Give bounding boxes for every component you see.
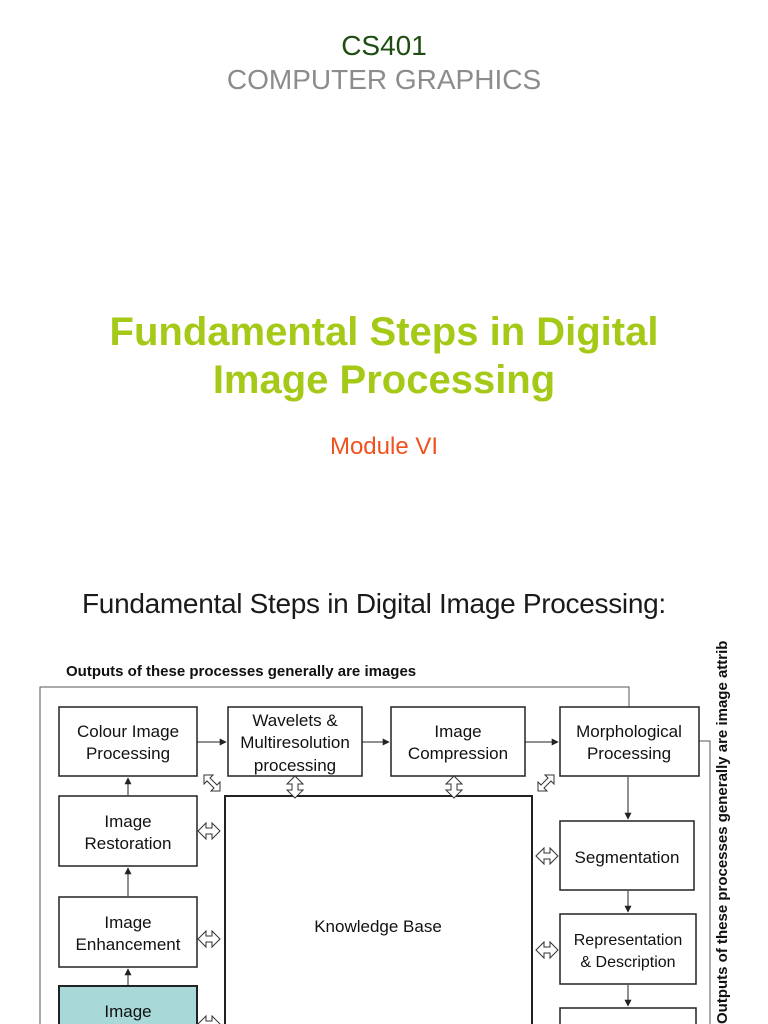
morph-box-line-1: Morphological <box>576 722 682 741</box>
recognition-box-partial <box>559 1007 697 1024</box>
deck-title-line-1: Fundamental Steps in Digital <box>109 310 659 354</box>
restoration-box-line-2: Restoration <box>85 834 172 853</box>
image-compression-box: Image Compression <box>390 706 526 777</box>
kb-link-enhancement-icon <box>197 929 221 949</box>
deck-title: Fundamental Steps in Digital Image Proce… <box>60 308 708 404</box>
image-enhancement-box: Image Enhancement <box>58 896 198 968</box>
slide-heading: Fundamental Steps in Digital Image Proce… <box>82 588 666 619</box>
knowledge-base-label: Knowledge Base <box>314 917 442 936</box>
kb-link-restoration-icon <box>197 821 221 841</box>
knowledge-base-box: Knowledge Base <box>224 795 533 1024</box>
enhancement-box-line-1: Image <box>104 913 151 932</box>
wavelets-multiresolution-box: Wavelets & Multiresolution processing <box>227 706 363 777</box>
attributes-bracket-line <box>699 740 711 1024</box>
colour-box-line-2: Processing <box>86 744 170 763</box>
colour-image-processing-box: Colour Image Processing <box>58 706 198 777</box>
morph-box-line-2: Processing <box>587 744 671 763</box>
representation-box-line-1: Representation <box>574 932 683 949</box>
processing-steps-diagram: Outputs of these processes generally are… <box>39 640 731 1024</box>
segmentation-label: Segmentation <box>575 848 680 867</box>
kb-link-acquisition-icon <box>197 1014 221 1024</box>
course-code: CS401 <box>341 30 427 61</box>
module-label: Module VI <box>329 433 439 460</box>
course-name: COMPUTER GRAPHICS <box>226 64 542 95</box>
images-bracket-line <box>39 686 630 1024</box>
kb-link-morph-icon <box>537 774 555 792</box>
attributes-output-note: Outputs of these processes generally are… <box>714 640 731 1024</box>
morphological-processing-box: Morphological Processing <box>559 706 700 777</box>
deck-title-line-2: Image Processing <box>212 358 556 402</box>
segmentation-box: Segmentation <box>559 820 695 891</box>
kb-link-wavelets-icon <box>285 775 305 799</box>
kb-link-compression-icon <box>444 775 464 799</box>
wavelets-box-line-1: Wavelets & <box>252 711 338 730</box>
compression-box-line-1: Image <box>434 722 481 741</box>
image-restoration-box: Image Restoration <box>58 795 198 867</box>
kb-link-segmentation-icon <box>535 846 559 866</box>
wavelets-box-line-2: Multiresolution <box>240 733 350 752</box>
image-acquisition-box: Image <box>58 985 198 1024</box>
representation-box-line-2: & Description <box>580 954 675 971</box>
restoration-box-line-1: Image <box>104 812 151 831</box>
kb-link-representation-icon <box>535 940 559 960</box>
representation-description-box: Representation & Description <box>559 913 697 985</box>
enhancement-box-line-2: Enhancement <box>76 935 181 954</box>
wavelets-box-line-3: processing <box>254 756 336 775</box>
kb-link-colour-icon <box>203 774 221 792</box>
colour-box-line-1: Colour Image <box>77 722 179 741</box>
compression-box-line-2: Compression <box>408 744 508 763</box>
acquisition-box-line-1: Image <box>104 1002 151 1021</box>
images-output-note: Outputs of these processes generally are… <box>66 663 416 680</box>
